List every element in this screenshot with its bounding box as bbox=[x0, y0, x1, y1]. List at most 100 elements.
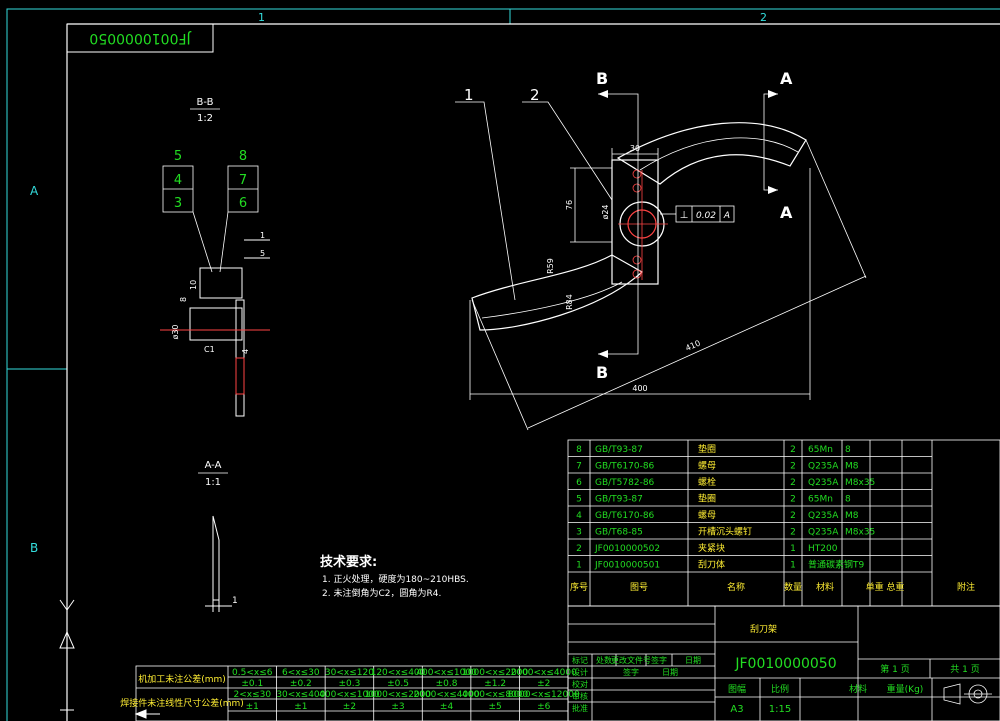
bom-cell-no: 6 bbox=[576, 478, 582, 488]
section-bb-callout-boxes bbox=[162, 165, 259, 273]
zone-label-left-a: A bbox=[30, 184, 39, 198]
main-view-arrowheads bbox=[598, 90, 778, 358]
section-aa-scale: 1:1 bbox=[205, 477, 221, 488]
section-bb-callout-4: 4 bbox=[174, 173, 182, 188]
tolerance-value: 0.02 bbox=[696, 211, 716, 221]
dim-r-outer: R84 bbox=[565, 294, 574, 310]
bom-cell-qty: 2 bbox=[790, 445, 796, 455]
main-view-centerlines bbox=[618, 169, 668, 280]
bom-cell-qty: 2 bbox=[790, 528, 796, 538]
dim-height: 76 bbox=[565, 200, 574, 210]
bom-cell-name: 垫圈 bbox=[698, 443, 716, 455]
section-aa-dim: 1 bbox=[232, 596, 238, 606]
tolerance-row1-range: 0.5<x≤6 bbox=[232, 668, 273, 678]
title-block-label-sign-2: 签字 bbox=[623, 667, 639, 677]
mirrored-drawing-number-box: JF0010000050 bbox=[66, 23, 214, 53]
zone-label-top-1: 1 bbox=[258, 11, 265, 24]
bom-header-code: 图号 bbox=[630, 582, 648, 593]
centering-mark-left bbox=[59, 596, 160, 721]
tolerance-row1-value: ±0.2 bbox=[290, 679, 312, 689]
bom-cell-code: GB/T6170-86 bbox=[595, 462, 655, 472]
bom-header-weight: 单重 总重 bbox=[866, 581, 905, 593]
tolerance-row2-range: 2000<x≤4000 bbox=[413, 690, 479, 700]
tolerance-row1-value: ±1.2 bbox=[484, 679, 506, 689]
bom-cell-no: 8 bbox=[576, 445, 582, 455]
tolerance-row1-range: 30<x≤120 bbox=[325, 668, 374, 678]
tolerance-row1-value: ±0.3 bbox=[338, 679, 360, 689]
bom-cell-name: 刮刀体 bbox=[698, 559, 725, 571]
bom-cell-qty: 2 bbox=[790, 462, 796, 472]
tolerance-row1-value: ±2 bbox=[537, 679, 550, 689]
dim-top-width: 30 bbox=[630, 144, 640, 153]
bom-cell-material: Q235A bbox=[808, 511, 839, 521]
tolerance-row1-range: 2000<x≤4000 bbox=[511, 668, 577, 678]
zone-label-left-b: B bbox=[30, 541, 38, 555]
section-bb-callout-3: 3 bbox=[174, 196, 182, 211]
section-bb-dim-1: 1 bbox=[260, 231, 265, 240]
title-block-label-sign: 签字 bbox=[651, 655, 667, 665]
tolerance-row2-range: 1000<x≤2000 bbox=[365, 690, 431, 700]
bom-cell-spec: M8 bbox=[845, 511, 859, 521]
tolerance-row2-value: ±1 bbox=[246, 702, 259, 712]
bom-header-name: 名称 bbox=[727, 581, 745, 593]
title-block-drawing-number: JF0010000050 bbox=[734, 656, 836, 672]
callout-part-1: 1 bbox=[464, 86, 474, 104]
title-block-label-approve: 批准 bbox=[572, 703, 588, 713]
bom-cell-name: 开槽沉头螺钉 bbox=[698, 526, 752, 538]
title-block-label-count: 处数 bbox=[596, 655, 612, 665]
drawing-frame bbox=[6, 8, 1000, 721]
tolerance-row2-value: ±4 bbox=[440, 702, 454, 712]
section-bb-scale: 1:2 bbox=[197, 113, 213, 124]
dim-r-inner: R59 bbox=[546, 258, 555, 274]
bom-cell-material: 65Mn bbox=[808, 495, 833, 505]
bom-cell-name: 垫圈 bbox=[698, 493, 716, 505]
section-mark-a-bottom: A bbox=[780, 203, 793, 222]
section-mark-b-top: B bbox=[596, 69, 608, 88]
section-bb-dim-5: 5 bbox=[260, 249, 265, 258]
tech-requirement-2: 2. 未注倒角为C2，圆角为R4. bbox=[322, 587, 441, 599]
dim-width: 400 bbox=[632, 384, 647, 393]
title-block-scale-label: 比例 bbox=[771, 683, 789, 695]
projection-symbol-icon bbox=[943, 683, 992, 705]
title-block-label-design: 设计 bbox=[572, 667, 588, 677]
bom-cell-material: 65Mn bbox=[808, 445, 833, 455]
bom-cell-material: Q235A bbox=[808, 528, 839, 538]
section-bb-dim-4: 4 bbox=[241, 349, 250, 354]
tolerance-row1-range: 400<x≤1000 bbox=[416, 668, 477, 678]
callout-part-2: 2 bbox=[530, 86, 540, 104]
tech-requirements-title: 技术要求: bbox=[320, 554, 377, 570]
bom-cell-spec: 8 bbox=[845, 445, 851, 455]
bom-cell-material: HT200 bbox=[808, 544, 838, 554]
bom-cell-qty: 2 bbox=[790, 478, 796, 488]
bom-cell-code: GB/T6170-86 bbox=[595, 511, 655, 521]
section-aa-profile bbox=[205, 515, 232, 612]
title-block-frame bbox=[567, 605, 1000, 721]
title-block-weight-label: 重量(Kg) bbox=[887, 683, 924, 695]
bom-cell-no: 3 bbox=[576, 528, 582, 538]
section-aa-title: A-A bbox=[205, 460, 222, 471]
tolerance-row1-value: ±0.5 bbox=[387, 679, 409, 689]
title-block-sheet: 第 1 页 bbox=[880, 663, 909, 675]
bom-cell-code: GB/T68-85 bbox=[595, 528, 643, 538]
tolerance-row2-range: 30<x≤400 bbox=[276, 690, 325, 700]
tolerance-row1-range: 1000<x≤2000 bbox=[462, 668, 528, 678]
title-block-label-mark: 标记 bbox=[572, 655, 588, 665]
tolerance-row2-value: ±5 bbox=[489, 702, 502, 712]
bom-cell-no: 1 bbox=[576, 561, 582, 571]
section-mark-b-bottom: B bbox=[596, 363, 608, 382]
section-mark-a-top: A bbox=[780, 69, 793, 88]
bom-cell-material: Q235A bbox=[808, 462, 839, 472]
bom-cell-no: 2 bbox=[576, 544, 582, 554]
bom-cell-spec: 8 bbox=[845, 495, 851, 505]
tolerance-row1-label: 机加工未注公差(mm) bbox=[138, 673, 226, 685]
bom-cell-no: 4 bbox=[576, 511, 582, 521]
bom-cell-name: 夹紧块 bbox=[698, 542, 725, 554]
bom-cell-name: 螺母 bbox=[698, 461, 716, 472]
title-block-scale: 1:15 bbox=[769, 704, 791, 715]
bom-cell-code: GB/T93-87 bbox=[595, 495, 643, 505]
mirrored-drawing-number: JF0010000050 bbox=[89, 30, 191, 46]
zone-label-top-2: 2 bbox=[760, 11, 767, 24]
title-block-total: 共 1 页 bbox=[950, 664, 979, 675]
